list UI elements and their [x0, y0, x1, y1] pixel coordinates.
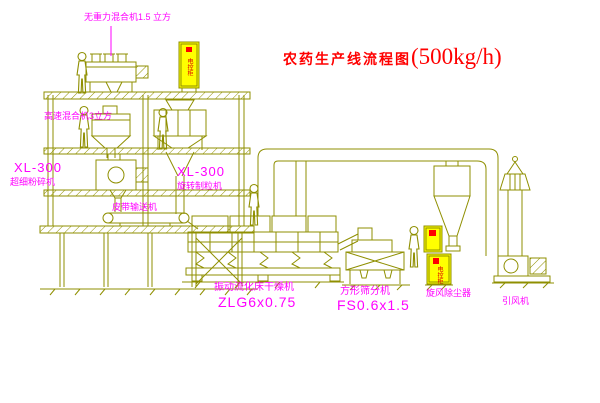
ultrafine-pulverizer	[95, 153, 149, 212]
label-granulator-name: 旋转制粒机	[177, 181, 223, 191]
label-cyclone: 旋风除尘器	[426, 288, 472, 298]
gravity-free-mixer	[85, 53, 149, 93]
label-sifter-name: 方形筛分机	[340, 286, 390, 297]
person-5	[408, 225, 420, 268]
control-cabinet-2	[423, 225, 443, 253]
drawing-title: 农药生产线流程图 (500kg/h)	[283, 44, 502, 70]
fluid-bed-dryer	[182, 215, 344, 289]
belt-conveyor	[102, 212, 199, 230]
cabinet-1-text: 电控柜	[186, 58, 192, 76]
label-fan: 引风机	[502, 296, 530, 306]
exhaust-stack	[499, 156, 531, 256]
label-high-speed-mixer: 高速混合机3立方	[44, 111, 113, 121]
y-chute	[165, 151, 195, 214]
cabinet-3-text: 电控柜	[436, 266, 442, 284]
high-speed-mixer	[90, 105, 132, 158]
control-cabinet-1	[178, 41, 200, 92]
label-sifter-model: FS0.6x1.5	[337, 297, 410, 313]
label-dryer-name: 振动流化床干燥机	[214, 282, 294, 293]
control-cabinet-3	[425, 253, 453, 291]
building-frame	[39, 91, 258, 296]
square-sifter	[337, 227, 410, 291]
label-gravity-mixer: 无重力混合机1.5 立方	[84, 12, 172, 22]
label-belt-conveyor: 皮带输送机	[112, 202, 158, 212]
label-pulverizer-name: 超细粉碎机	[10, 177, 56, 187]
cyclone-dust-collector	[433, 161, 471, 252]
exhaust-duct	[257, 148, 499, 256]
induced-draft-fan	[492, 255, 554, 289]
label-dryer-model: ZLG6x0.75	[218, 294, 297, 310]
label-pulverizer-model: XL-300	[14, 160, 62, 175]
title-capacity: (500kg/h)	[411, 44, 502, 69]
title-text: 农药生产线流程图	[283, 51, 411, 67]
rotary-granulator	[152, 99, 208, 150]
label-granulator-model: XL-300	[177, 164, 225, 179]
